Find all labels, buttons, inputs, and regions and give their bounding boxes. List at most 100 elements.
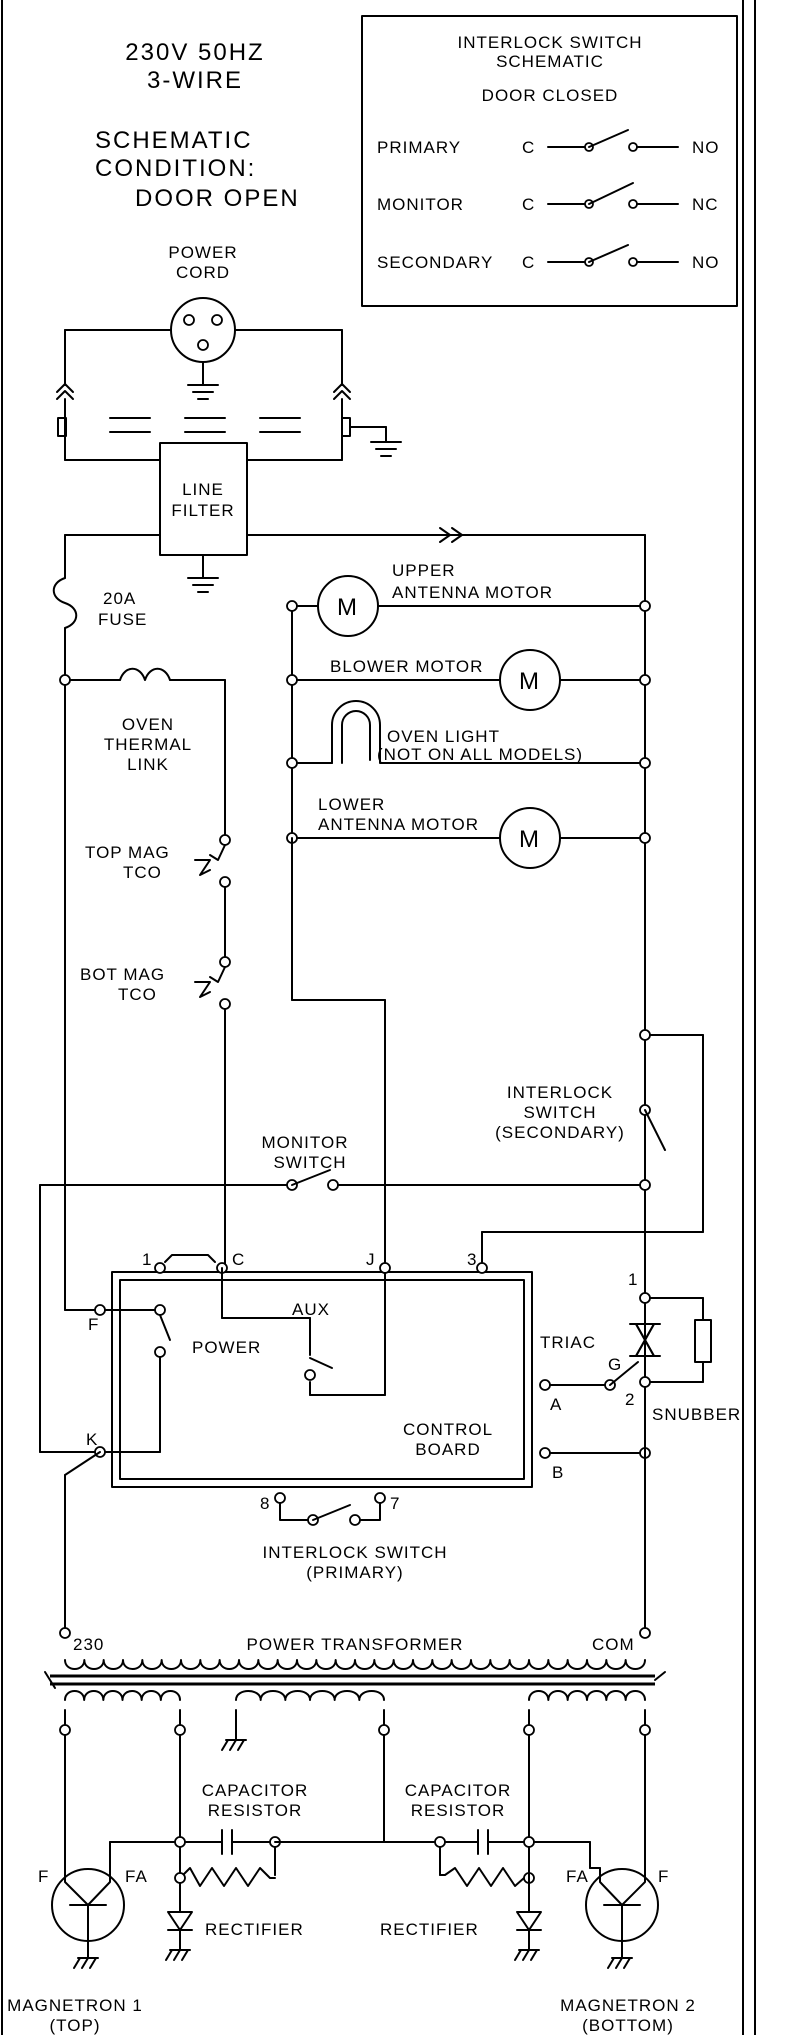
svg-text:SWITCH: SWITCH: [273, 1153, 346, 1172]
svg-text:G: G: [608, 1355, 622, 1374]
svg-text:C: C: [522, 253, 535, 272]
svg-text:BOARD: BOARD: [415, 1440, 480, 1459]
snubber-resistor-icon: [694, 1319, 712, 1363]
rectifier-left-icon: [167, 1911, 193, 1931]
svg-text:(SECONDARY): (SECONDARY): [495, 1123, 625, 1142]
high-voltage-section: CAPACITOR RESISTOR RECTIFIER CAPACITOR R…: [7, 1724, 696, 2035]
transformer-secondary-coil-right: [528, 1690, 646, 1701]
svg-text:POWER: POWER: [192, 1338, 261, 1357]
interlock-secondary-switch: INTERLOCK SWITCH (SECONDARY): [481, 1034, 704, 1263]
interlock-legend: INTERLOCK SWITCH SCHEMATIC DOOR CLOSED P…: [361, 15, 738, 307]
frame: [1, 0, 756, 2035]
svg-text:LINE: LINE: [182, 480, 224, 499]
svg-text:RESISTOR: RESISTOR: [208, 1801, 303, 1820]
svg-text:TCO: TCO: [118, 985, 157, 1004]
svg-text:20A: 20A: [103, 589, 136, 608]
svg-text:MONITOR: MONITOR: [262, 1133, 349, 1152]
power-plug-icon: [170, 297, 236, 363]
svg-text:LOWER: LOWER: [318, 795, 385, 814]
svg-text:NO: NO: [692, 138, 720, 157]
svg-text:230: 230: [73, 1635, 104, 1654]
condition-label-1: SCHEMATIC: [95, 127, 253, 154]
svg-text:OVEN LIGHT: OVEN LIGHT: [387, 727, 500, 746]
oven-light-icon: [331, 700, 641, 764]
legend-title-3: DOOR CLOSED: [482, 86, 619, 105]
svg-text:CORD: CORD: [176, 263, 230, 282]
svg-text:A: A: [550, 1395, 562, 1414]
main-wiring: 20A FUSE OVEN THERMAL LINK TOP MAG TCO: [52, 527, 651, 1311]
svg-text:THERMAL: THERMAL: [104, 735, 192, 754]
voltage-label: 230V 50HZ: [125, 39, 264, 66]
svg-text:B: B: [552, 1463, 564, 1482]
resistor-left-icon: [179, 1867, 276, 1887]
svg-text:1: 1: [628, 1270, 638, 1289]
line-filter-box: [159, 442, 248, 556]
svg-text:RESISTOR: RESISTOR: [411, 1801, 506, 1820]
svg-text:F: F: [38, 1867, 49, 1886]
svg-text:NO: NO: [692, 253, 720, 272]
svg-text:AUX: AUX: [292, 1300, 330, 1319]
svg-text:FA: FA: [125, 1867, 148, 1886]
svg-text:UPPER: UPPER: [392, 561, 456, 580]
svg-text:J: J: [366, 1250, 376, 1269]
legend-row-primary: PRIMARY C NO: [377, 129, 720, 157]
wire-label: 3-WIRE: [147, 67, 243, 94]
svg-text:RECTIFIER: RECTIFIER: [380, 1920, 479, 1939]
legend-row-secondary: SECONDARY C NO: [377, 244, 720, 272]
svg-text:TOP MAG: TOP MAG: [85, 843, 170, 862]
legend-title-2: SCHEMATIC: [496, 52, 604, 71]
svg-text:LINK: LINK: [127, 755, 169, 774]
condition-label-3: DOOR OPEN: [135, 185, 300, 212]
control-board: 1 C J AUX 3 F POWER K CONTROL: [64, 1250, 651, 1582]
svg-text:C: C: [232, 1250, 245, 1269]
thermal-link-icon: [119, 667, 171, 681]
svg-text:COM: COM: [592, 1635, 635, 1654]
resistor-right-icon: [439, 1867, 530, 1887]
svg-text:K: K: [86, 1430, 98, 1449]
motor-branches: M UPPER ANTENNA MOTOR M BLOWER MOTOR OVE…: [286, 561, 641, 1263]
svg-text:3: 3: [467, 1250, 477, 1269]
svg-text:(BOTTOM): (BOTTOM): [582, 2016, 674, 2035]
svg-text:MONITOR: MONITOR: [377, 195, 464, 214]
svg-text:TCO: TCO: [123, 863, 162, 882]
monitor-switch: MONITOR SWITCH: [39, 1133, 641, 1453]
svg-text:MAGNETRON 2: MAGNETRON 2: [560, 1996, 696, 2015]
svg-text:POWER TRANSFORMER: POWER TRANSFORMER: [247, 1635, 464, 1654]
rectifier-right-icon: [516, 1911, 542, 1931]
svg-text:INTERLOCK: INTERLOCK: [507, 1083, 613, 1102]
svg-text:CAPACITOR: CAPACITOR: [202, 1781, 309, 1800]
svg-text:ANTENNA MOTOR: ANTENNA MOTOR: [318, 815, 479, 834]
svg-text:2: 2: [625, 1390, 635, 1409]
svg-text:C: C: [522, 195, 535, 214]
svg-text:(NOT ON ALL MODELS): (NOT ON ALL MODELS): [377, 745, 583, 764]
svg-text:OVEN: OVEN: [122, 715, 174, 734]
svg-text:RECTIFIER: RECTIFIER: [205, 1920, 304, 1939]
transformer-secondary-coil-left: [64, 1690, 181, 1701]
svg-text:CONTROL: CONTROL: [403, 1420, 493, 1439]
fuse-icon: [52, 577, 78, 629]
svg-text:SNUBBER: SNUBBER: [652, 1405, 741, 1424]
svg-text:CAPACITOR: CAPACITOR: [405, 1781, 512, 1800]
svg-text:POWER: POWER: [168, 243, 237, 262]
triac-snubber: 1 TRIAC G 2 SNUBBER: [540, 1189, 741, 1631]
svg-text:ANTENNA MOTOR: ANTENNA MOTOR: [392, 583, 553, 602]
power-cord: POWER CORD: [64, 243, 343, 400]
svg-text:7: 7: [390, 1494, 400, 1513]
transformer-secondary-coil-center: [235, 1690, 385, 1701]
condition-label-2: CONDITION:: [95, 155, 256, 182]
svg-text:SWITCH: SWITCH: [523, 1103, 596, 1122]
svg-text:M: M: [519, 826, 541, 853]
svg-text:TRIAC: TRIAC: [540, 1333, 596, 1352]
svg-text:BLOWER MOTOR: BLOWER MOTOR: [330, 657, 483, 676]
svg-text:F: F: [88, 1315, 99, 1334]
svg-text:PRIMARY: PRIMARY: [377, 138, 461, 157]
svg-text:(TOP): (TOP): [50, 2016, 101, 2035]
transformer-primary-coil: [64, 1659, 646, 1670]
svg-text:M: M: [519, 668, 541, 695]
svg-text:8: 8: [260, 1494, 270, 1513]
svg-text:C: C: [522, 138, 535, 157]
legend-title-1: INTERLOCK SWITCH: [457, 33, 642, 52]
triac-icon: [629, 1323, 661, 1357]
svg-text:MAGNETRON 1: MAGNETRON 1: [7, 1996, 143, 2015]
